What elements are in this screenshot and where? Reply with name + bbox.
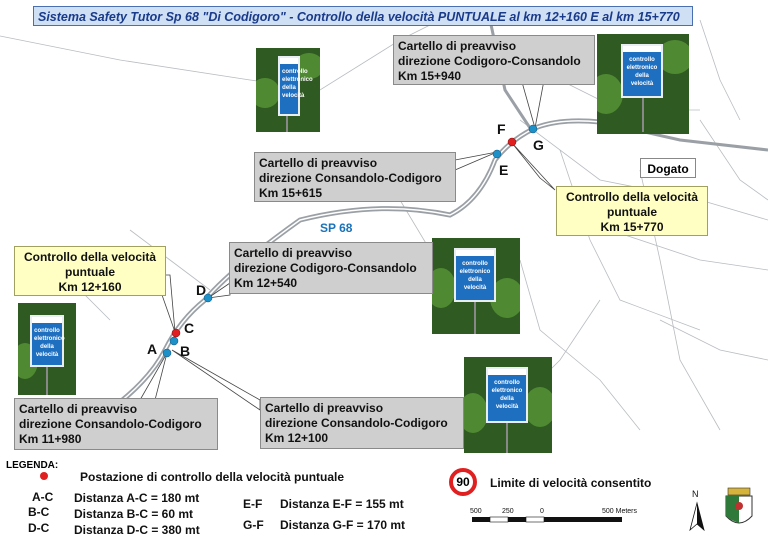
legend-code-ac: A-C bbox=[32, 490, 54, 504]
province-logo-icon bbox=[725, 487, 753, 524]
callout-mid-center: Cartello di preavviso direzione Codigoro… bbox=[229, 242, 433, 294]
callout-bottom-center: Cartello di preavviso direzione Consando… bbox=[260, 397, 464, 449]
speed-control-sign-icon: controllo elettronico della velocità bbox=[30, 315, 65, 367]
marker-a bbox=[162, 348, 172, 358]
legend-dist-ac: Distanza A-C = 180 mt bbox=[74, 491, 200, 505]
sign-photo-1: controllo elettronico della velocità bbox=[256, 48, 320, 132]
page-title: Sistema Safety Tutor Sp 68 "Di Codigoro"… bbox=[33, 6, 693, 26]
speed-control-sign-icon: controllo elettronico della velocità bbox=[621, 44, 663, 98]
place-label: Dogato bbox=[640, 158, 696, 178]
sign-markers bbox=[162, 124, 538, 358]
scale-tick-250: 250 bbox=[502, 508, 514, 515]
sign-photo-2: controllo elettronico della velocità bbox=[597, 34, 689, 134]
marker-d bbox=[203, 293, 213, 303]
sign-photo-4: controllo elettronico della velocità bbox=[18, 303, 76, 395]
legend-title: LEGENDA: bbox=[6, 460, 59, 471]
legend-code-dc: D-C bbox=[28, 521, 50, 535]
legend-code-ef: E-F bbox=[243, 497, 263, 511]
point-label-a: A bbox=[147, 341, 158, 357]
point-label-g: G bbox=[533, 137, 544, 153]
callout-control-left: Controllo della velocità puntuale Km 12+… bbox=[14, 246, 166, 296]
legend-control-symbol bbox=[40, 472, 48, 480]
point-label-e: E bbox=[499, 162, 509, 178]
legend-dist-bc: Distanza B-C = 60 mt bbox=[74, 507, 194, 521]
callout-mid-top: Cartello di preavviso direzione Consando… bbox=[254, 152, 456, 202]
legend-code-gf: G-F bbox=[243, 518, 264, 532]
point-label-f: F bbox=[497, 121, 506, 137]
point-label-c: C bbox=[184, 320, 195, 336]
callout-control-right: Controllo della velocità puntuale Km 15+… bbox=[556, 186, 708, 236]
marker-f bbox=[507, 137, 517, 147]
speed-control-sign-icon: controllo elettronico della velocità bbox=[486, 367, 528, 423]
speed-limit-icon: 90 bbox=[449, 468, 477, 496]
scale-tick-0: 0 bbox=[540, 508, 544, 515]
legend-dist-ef: Distanza E-F = 155 mt bbox=[280, 497, 404, 511]
legend-dist-gf: Distanza G-F = 170 mt bbox=[280, 518, 406, 532]
legend-control-station: Postazione di controllo della velocità p… bbox=[80, 470, 345, 484]
scale-bar bbox=[472, 516, 622, 523]
legend-dist-dc: Distanza D-C = 380 mt bbox=[74, 523, 200, 537]
marker-c bbox=[171, 328, 181, 338]
marker-e bbox=[492, 149, 502, 159]
callout-bottom-left: Cartello di preavviso direzione Consando… bbox=[14, 398, 218, 450]
sign-photo-3: controllo elettronico della velocità bbox=[432, 238, 520, 334]
scale-tick-500: 500 bbox=[470, 508, 482, 515]
north-label: N bbox=[692, 489, 699, 499]
control-markers bbox=[171, 137, 517, 338]
sign-photo-5: controllo elettronico della velocità bbox=[464, 357, 552, 453]
point-label-d: D bbox=[196, 282, 207, 298]
legend-speed-limit: Limite di velocità consentito bbox=[490, 476, 652, 490]
point-label-b: B bbox=[180, 343, 191, 359]
scale-tick-500-meters: 500 Meters bbox=[602, 508, 638, 515]
speed-control-sign-icon: controllo elettronico della velocità bbox=[278, 56, 313, 116]
marker-b bbox=[169, 336, 179, 346]
speed-control-sign-icon: controllo elettronico della velocità bbox=[454, 248, 496, 302]
marker-g bbox=[528, 124, 538, 134]
legend-code-bc: B-C bbox=[28, 505, 50, 519]
callout-top-right: Cartello di preavviso direzione Codigoro… bbox=[393, 35, 595, 85]
north-arrow-icon bbox=[689, 501, 705, 532]
road-label: SP 68 bbox=[320, 221, 353, 235]
